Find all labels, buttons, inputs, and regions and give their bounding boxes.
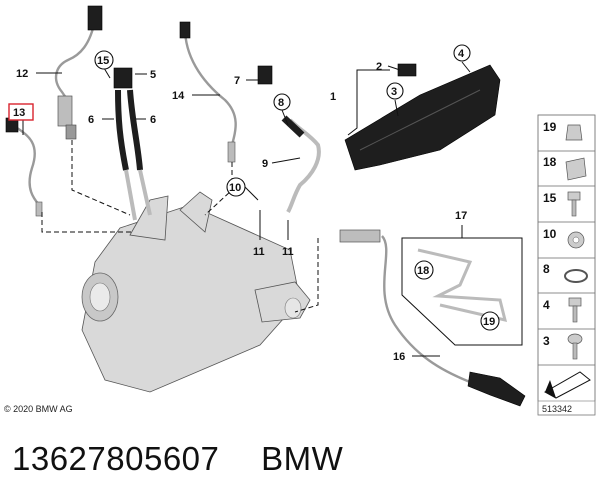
- svg-text:15: 15: [543, 191, 557, 205]
- part-number: 13627805607: [12, 440, 220, 477]
- dash-line-16: [294, 238, 319, 313]
- pan-screw-icon: [567, 333, 583, 345]
- bolt-icon: [567, 191, 581, 201]
- callout-7: 7: [234, 75, 240, 87]
- svg-text:8: 8: [543, 262, 550, 276]
- copyright-text: © 2020 BMW AG: [4, 404, 73, 414]
- footer: 13627805607 BMW: [12, 440, 343, 478]
- svg-text:9: 9: [262, 158, 268, 170]
- svg-text:3: 3: [543, 334, 550, 348]
- callout-16: 16: [393, 351, 405, 363]
- legend-row-10: 10: [537, 221, 596, 259]
- holder-group-17: [401, 237, 523, 346]
- screw-icon: [568, 297, 582, 307]
- svg-text:10: 10: [229, 182, 241, 194]
- page-arrow-icon: [543, 371, 591, 399]
- svg-text:3: 3: [391, 86, 397, 98]
- callout-12: 12: [16, 68, 28, 80]
- callout-15: 15: [94, 50, 114, 70]
- drawing-number: 513342: [542, 404, 573, 414]
- pressure-hoses: [113, 67, 152, 221]
- clip-icon: [565, 124, 583, 141]
- legend-row-3: 3: [537, 328, 596, 366]
- callout-13: 13: [8, 103, 34, 121]
- hose-clamp-icon: [564, 269, 588, 283]
- legend-row-15: 15: [537, 185, 596, 223]
- svg-text:18: 18: [417, 265, 429, 277]
- svg-text:6: 6: [88, 114, 94, 126]
- legend-row-4: 4: [537, 292, 596, 330]
- callout-11-left: 11: [253, 246, 265, 258]
- svg-text:12: 12: [16, 68, 28, 80]
- particulate-filter: [81, 191, 311, 393]
- clamp-icon: [565, 157, 587, 181]
- callout-2: 2: [376, 61, 382, 73]
- leader-lines: [22, 61, 471, 357]
- lambda-sensor-16: [339, 229, 526, 407]
- svg-text:19: 19: [543, 120, 557, 134]
- callout-11-right: 11: [282, 246, 294, 258]
- dash-line-12: [71, 140, 131, 216]
- svg-text:8: 8: [278, 97, 284, 109]
- parts-diagram: 1 2 3 4 5 6 6 7 8 9 10 11 11 12 13 14 15…: [5, 5, 596, 416]
- callout-17: 17: [455, 210, 467, 222]
- brand-name: BMW: [261, 440, 344, 477]
- svg-text:19: 19: [483, 316, 495, 328]
- callout-9: 9: [262, 158, 268, 170]
- pressure-pipe: [257, 65, 321, 213]
- legend-row-arrow: [537, 364, 596, 402]
- callout-6-left: 6: [88, 114, 94, 126]
- svg-text:17: 17: [455, 210, 467, 222]
- svg-text:10: 10: [543, 227, 557, 241]
- svg-text:11: 11: [253, 246, 265, 258]
- callout-14: 14: [172, 90, 185, 102]
- lambda-sensor-12: [54, 5, 103, 140]
- svg-text:15: 15: [97, 55, 109, 67]
- exhaust-temp-sensor-14: [179, 21, 237, 163]
- callout-4: 4: [453, 44, 471, 62]
- exhaust-temp-sensor-left: [5, 117, 43, 217]
- dash-line-13: [41, 212, 132, 233]
- legend-panel: 19 18 15 10 8 4: [537, 114, 596, 416]
- svg-text:14: 14: [172, 90, 185, 102]
- callout-6-right: 6: [150, 114, 156, 126]
- svg-text:4: 4: [458, 48, 465, 60]
- svg-text:4: 4: [543, 298, 550, 312]
- legend-row-18: 18: [537, 150, 596, 187]
- callout-5: 5: [150, 69, 156, 81]
- svg-text:7: 7: [234, 75, 240, 87]
- callout-1: 1: [330, 91, 336, 103]
- callout-10: 10: [226, 177, 246, 197]
- svg-text:16: 16: [393, 351, 405, 363]
- svg-text:11: 11: [282, 246, 294, 258]
- svg-text:6: 6: [150, 114, 156, 126]
- callout-3: 3: [386, 82, 404, 100]
- svg-text:2: 2: [376, 61, 382, 73]
- svg-text:5: 5: [150, 69, 156, 81]
- svg-text:13: 13: [13, 107, 25, 119]
- callout-8: 8: [273, 93, 291, 111]
- callout-19: 19: [480, 311, 500, 331]
- svg-text:1: 1: [330, 91, 336, 103]
- bracket: [344, 63, 501, 171]
- callout-18: 18: [414, 260, 434, 280]
- svg-text:18: 18: [543, 155, 557, 169]
